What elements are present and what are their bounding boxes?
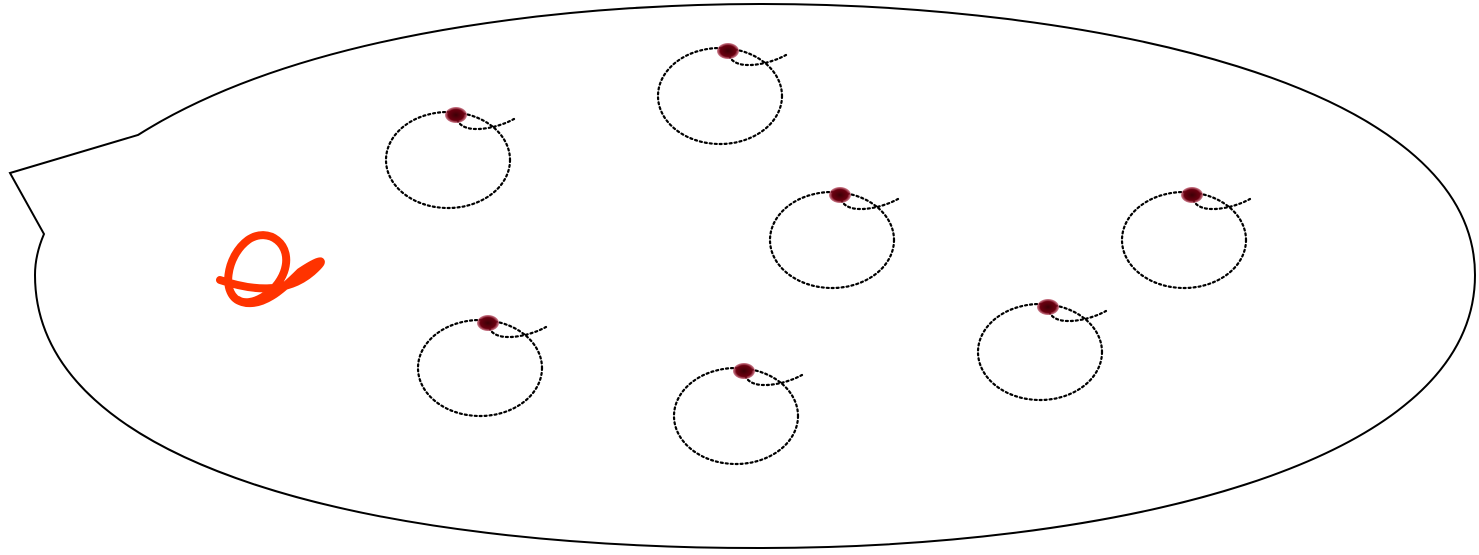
node-dot (717, 43, 739, 59)
node-dot (477, 315, 499, 331)
node-dot (733, 363, 755, 379)
node-dot (1181, 187, 1203, 203)
node-dot (1037, 299, 1059, 315)
node-dot (829, 187, 851, 203)
node-dot (445, 107, 467, 123)
